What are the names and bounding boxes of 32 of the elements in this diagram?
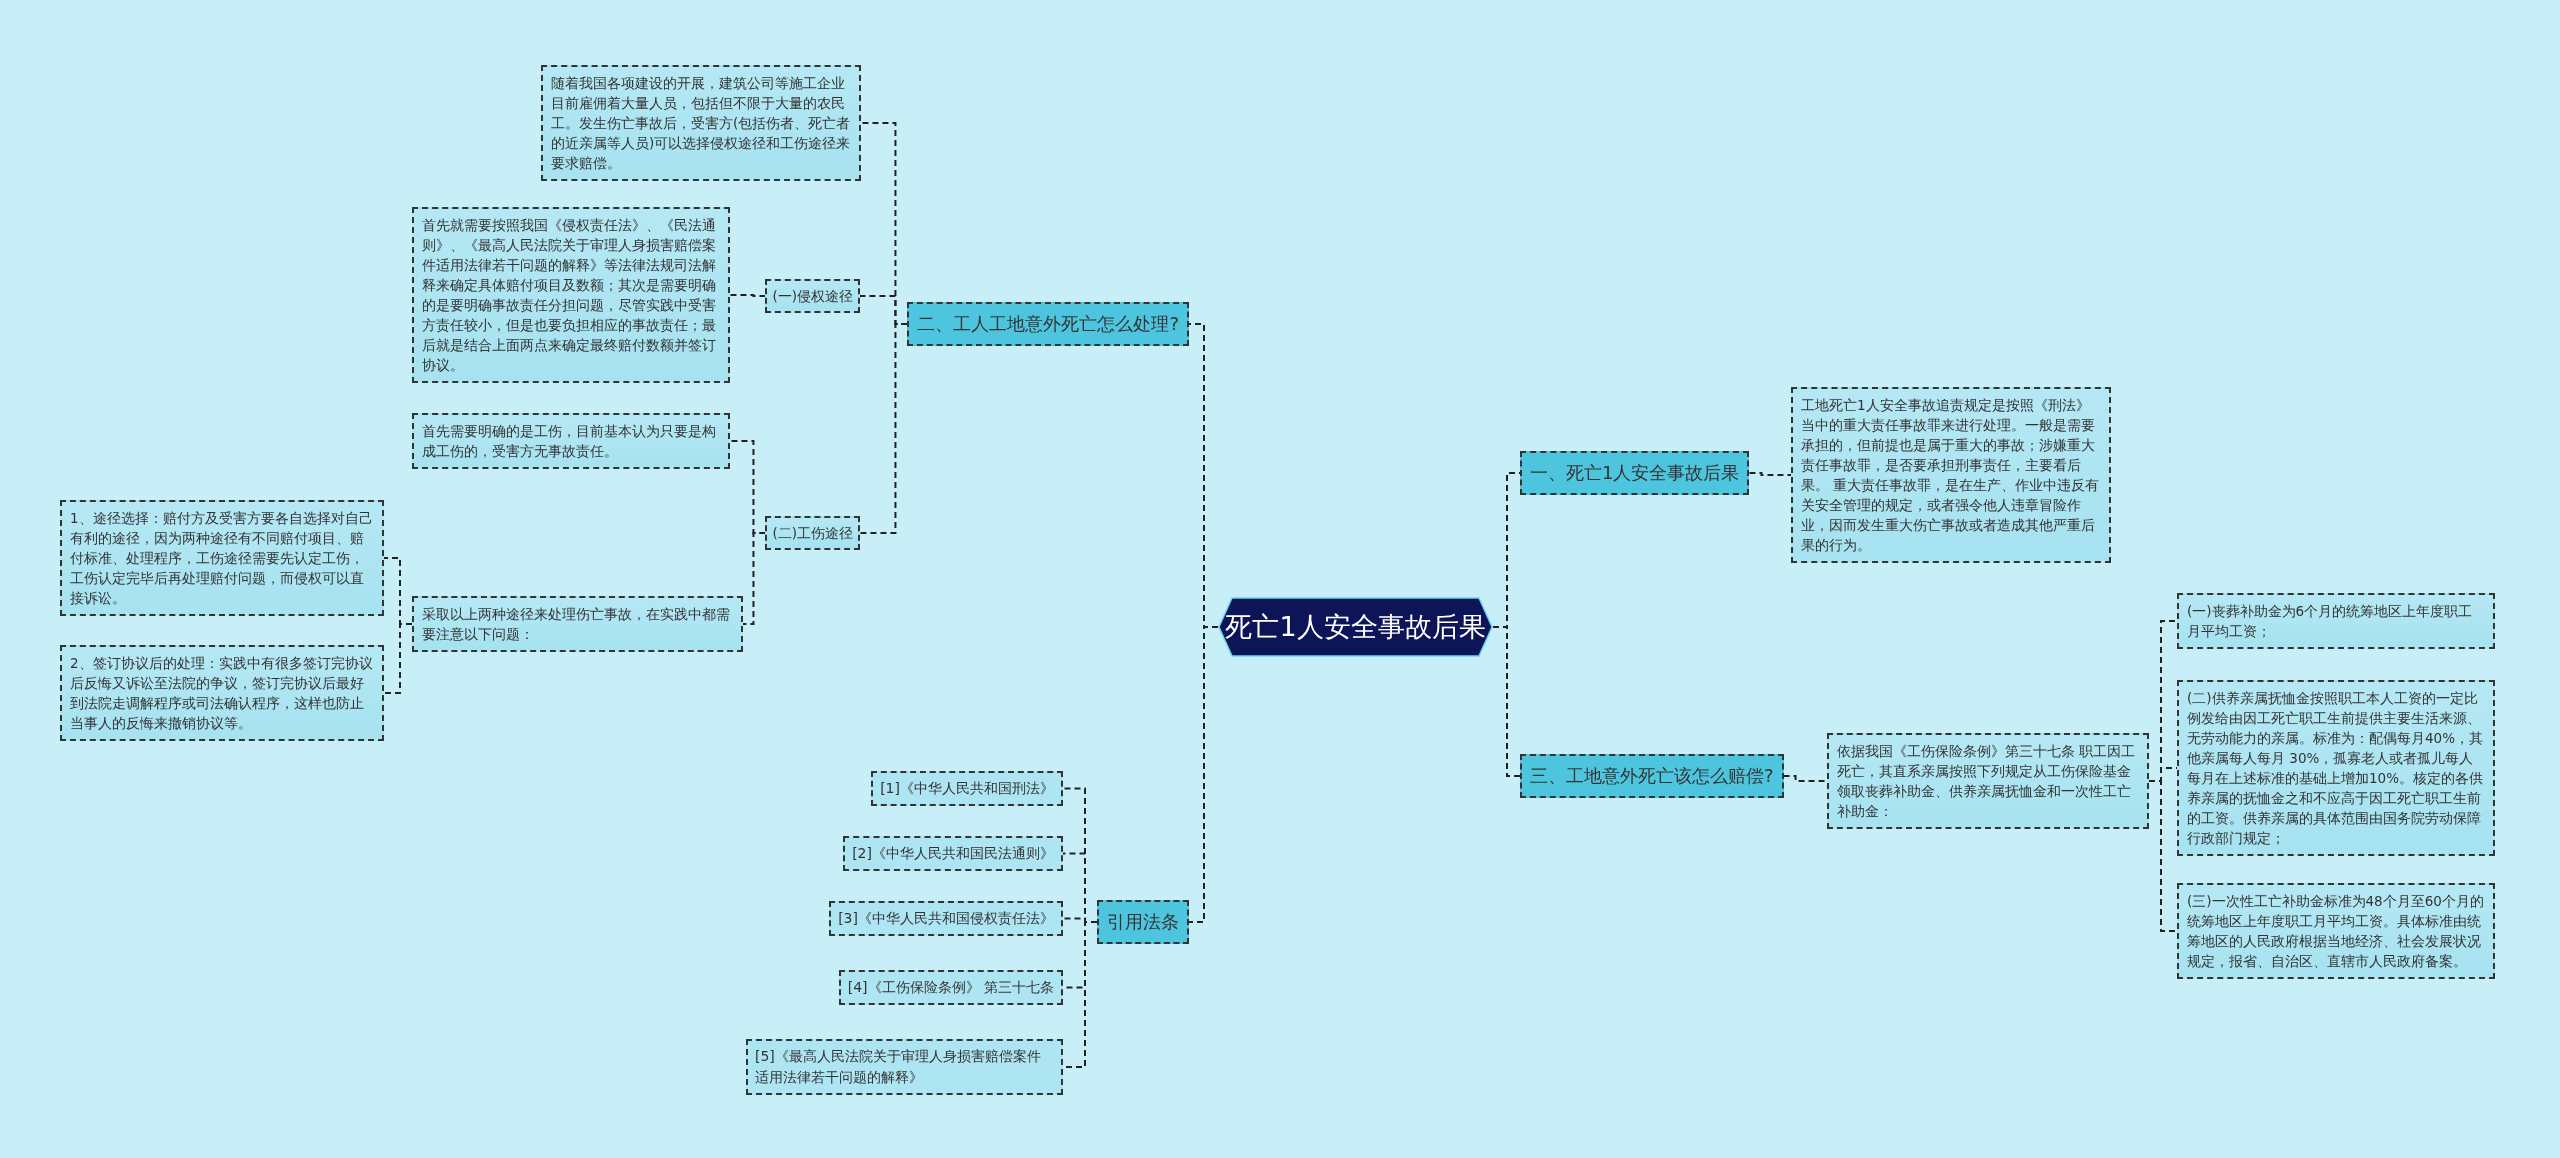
connector-line xyxy=(1748,472,1792,476)
connector-line xyxy=(742,532,767,625)
text-box: 工地死亡1人安全事故追责规定是按照《刑法》当中的重大责任事故罪来进行处理。一般是需要承担的，但前提也是属于重大的事故；涉嫌重大责任事故罪，是否要承担刑事责任，主要看后果。 重大责任事故罪，是在生产、作业中违反有关安全管理的规定，或者强令他人违章冒险作业，因而发生重大伤亡事故或者造成其他严重后果的行为。 xyxy=(1791,387,2111,563)
citation-box: [5]《最高人民法院关于审理人身损害赔偿案件适用法律若干问题的解释》 xyxy=(746,1039,1063,1095)
central-topic: 死亡1人安全事故后果 xyxy=(1218,597,1493,657)
connector-line xyxy=(1782,775,1828,782)
connector-line xyxy=(2148,780,2178,932)
connector-line xyxy=(729,294,767,297)
text-box: 首先就需要按照我国《侵权责任法》、《民法通则》、《最高人民法院关于审理人身损害赔偿案件适用法律若干问题的解释》等法律法规司法解释来确定具体赔付项目及数额；其次是需要明确的是要明确事故责任分担问题，尽管实践中受害方责任较小，但是也要负担相应的事故责任；最后就是结合上面两点来确定最终赔付数额并签订协议。 xyxy=(412,207,730,383)
citation-box: [2]《中华人民共和国民法通则》 xyxy=(843,836,1063,871)
branch-box: 引用法条 xyxy=(1097,900,1189,944)
text-box: (一)侵权途径 xyxy=(765,279,860,313)
connector-line xyxy=(383,623,413,694)
branch-box: 二、工人工地意外死亡怎么处理? xyxy=(907,302,1189,346)
citation-box: [4]《工伤保险条例》 第三十七条 xyxy=(838,970,1063,1005)
text-box: 1、途径选择：赔付方及受害方要各自选择对自己有利的途径，因为两种途径有不同赔付项目、赔付标准、处理程序，工伤途径需要先认定工伤，工伤认定完毕后再处理赔付问题，而侵权可以直接诉讼。 xyxy=(60,500,384,616)
connector-line xyxy=(1188,626,1219,923)
connector-line xyxy=(1492,626,1521,777)
text-box: (二)供养亲属抚恤金按照职工本人工资的一定比例发给由因工死亡职工生前提供主要生活来源、无劳动能力的亲属。标准为：配偶每月40%，其他亲属每人每月 30%，孤寡老人或者孤儿每人每月在上述标准的基础上增加10%。核定的各供养亲属的抚恤金之和不应高于因工死亡职工生前的工资。供养亲属的具体范围由国务院劳动保障行政部门规定； xyxy=(2177,680,2495,856)
text-box: 2、签订协议后的处理：实践中有很多签订完协议后反悔又诉讼至法院的争议，签订完协议后最好到法院走调解程序或司法确认程序，这样也防止当事人的反悔来撤销协议等。 xyxy=(60,645,384,741)
text-box: 采取以上两种途径来处理伤亡事故，在实践中都需要注意以下问题： xyxy=(412,596,743,652)
text-box: 依据我国《工伤保险条例》第三十七条 职工因工死亡，其直系亲属按照下列规定从工伤保险基金领取丧葬补助金、供养亲属抚恤金和一次性工亡补助金： xyxy=(1827,733,2149,829)
citation-box: [1]《中华人民共和国刑法》 xyxy=(871,771,1063,806)
branch-box: 一、死亡1人安全事故后果 xyxy=(1520,451,1750,495)
branch-box: 三、工地意外死亡该怎么赔偿? xyxy=(1520,754,1784,798)
citation-box: [3]《中华人民共和国侵权责任法》 xyxy=(829,901,1063,936)
text-box: 首先需要明确的是工伤，目前基本认为只要是构成工伤的，受害方无事故责任。 xyxy=(412,413,730,469)
connector-line xyxy=(859,323,909,534)
text-box: (三)一次性工亡补助金标准为48个月至60个月的统筹地区上年度职工月平均工资。具体标准由统筹地区的人民政府根据当地经济、社会发展状况规定，报省、自治区、直辖市人民政府备案。 xyxy=(2177,883,2495,979)
text-box: 随着我国各项建设的开展，建筑公司等施工企业目前雇佣着大量人员，包括但不限于大量的农民工。发生伤亡事故后，受害方(包括伤者、死亡者的近亲属等人员)可以选择侵权途径和工伤途径来要求赔偿。 xyxy=(541,65,861,181)
text-box: (二)工伤途径 xyxy=(765,516,860,550)
text-box: (一)丧葬补助金为6个月的统筹地区上年度职工月平均工资； xyxy=(2177,593,2495,649)
